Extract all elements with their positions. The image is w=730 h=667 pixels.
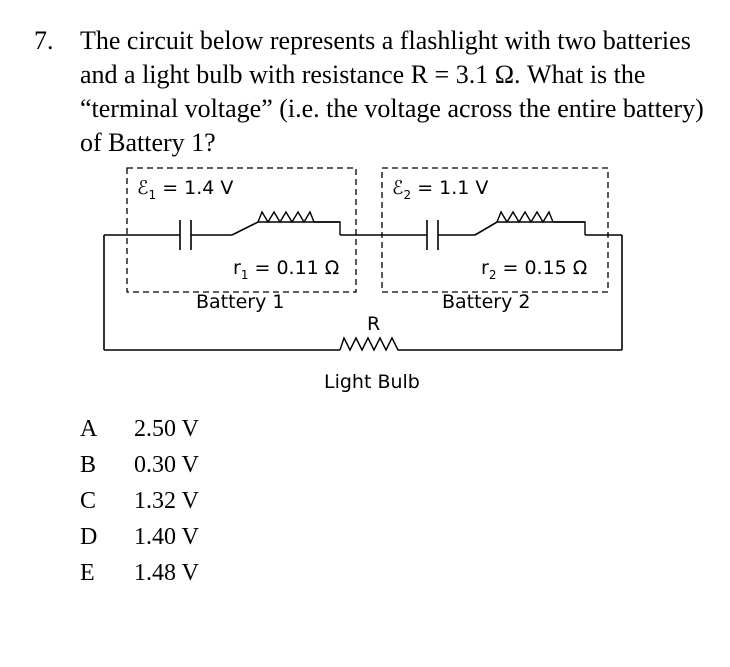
bulb-resistor [339,336,406,352]
option-value: 1.48 V [134,560,199,586]
option-letter: E [80,560,95,586]
circuit-diagram: ℰ1 = 1.4 V r1 = 0.11 Ω Battery 1 ℰ2 = 1.… [103,167,623,393]
option-value: 0.30 V [134,452,199,478]
option-letter: B [80,452,97,478]
battery2-label: Battery 2 [442,291,530,313]
option-value: 1.40 V [134,524,199,550]
battery1-resistor [257,210,341,235]
battery2-resistance-label: r2 = 0.15 Ω [481,257,587,282]
battery1-box [126,167,357,293]
option-letter: C [80,488,97,514]
option-value: 2.50 V [134,416,199,442]
question-number: 7. [34,26,54,55]
battery1-label: Battery 1 [196,291,284,313]
bulb-label: Light Bulb [324,371,420,393]
option-letter: A [80,416,98,442]
circuit-wires [103,221,623,351]
option-letter: D [80,524,98,550]
battery2-emf-label: ℰ2 = 1.1 V [392,177,488,202]
question-text: The circuit below represents a flashligh… [80,26,704,157]
battery2-resistor [496,210,586,235]
battery2-box [381,167,609,293]
option-value: 1.32 V [134,488,199,514]
bulb-resistance-label: R [367,313,380,335]
battery1-emf-label: ℰ1 = 1.4 V [137,177,233,202]
battery1-resistance-label: r1 = 0.11 Ω [233,257,339,282]
battery2-cell [426,220,439,250]
battery1-cell [179,220,192,250]
